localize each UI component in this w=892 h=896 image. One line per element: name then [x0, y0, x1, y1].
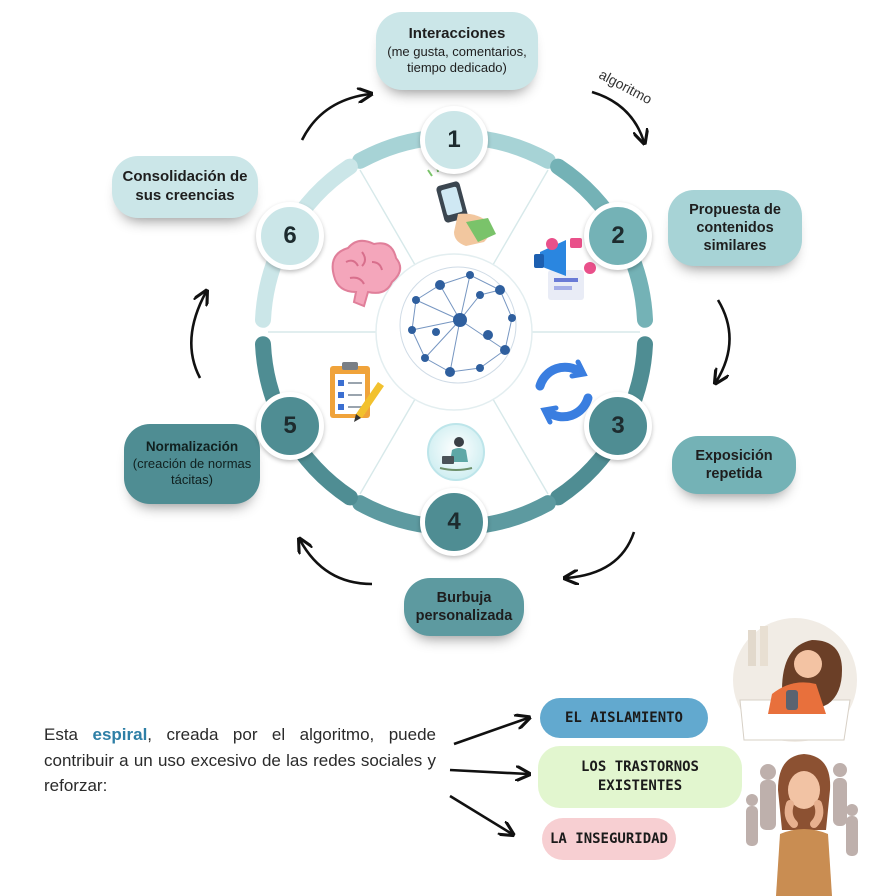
stage-4-pill: Burbuja personalizada	[404, 578, 524, 636]
brain-icon	[331, 239, 402, 308]
stage-3-title: Exposición repetida	[695, 447, 773, 482]
stage-4-title: Burbuja personalizada	[415, 589, 513, 624]
tired-student-illustration	[733, 618, 857, 742]
stage-2-title: Propuesta de contenidos similares	[689, 201, 781, 255]
network-icon	[399, 266, 517, 384]
flow-arrows	[190, 92, 731, 584]
intro-paragraph: Esta espiral, creada por el algoritmo, p…	[44, 722, 436, 799]
stage-5-title: Normalización	[145, 439, 239, 455]
effect-arrows	[449, 718, 528, 834]
stage-1-title: Interacciones	[408, 25, 506, 43]
effect-isolation: EL AISLAMIENTO	[540, 698, 708, 738]
stage-1-detail: (me gusta, comentarios, tiempo dedicado)	[387, 44, 527, 76]
stage-2-pill: Propuesta de contenidos similares	[668, 190, 802, 266]
refresh-icon	[535, 359, 593, 425]
stage-6-title: Consolidación de sus creencias	[122, 168, 248, 204]
stage-6-number: 6	[256, 202, 324, 270]
stage-5-number: 5	[256, 392, 324, 460]
person-in-bubble-icon	[427, 423, 485, 481]
stage-1-number: 1	[420, 106, 488, 174]
stage-3-pill: Exposición repetida	[672, 436, 796, 494]
stage-3-number: 3	[584, 392, 652, 460]
stage-5-detail: (creación de normas tácitas)	[132, 456, 252, 488]
hand-phone-icon	[427, 163, 496, 246]
checklist-icon	[330, 362, 384, 422]
stage-4-number: 4	[420, 488, 488, 556]
megaphone-social-icon	[534, 238, 596, 300]
effect-insecurity: LA INSEGURIDAD	[542, 818, 676, 860]
intro-after: , creada por el algoritmo, puede contrib…	[44, 725, 436, 795]
intro-highlight: espiral	[92, 725, 148, 744]
stage-1-pill: Interacciones (me gusta, comentarios, ti…	[376, 12, 538, 90]
intro-before: Esta	[44, 725, 93, 744]
stage-6-pill: Consolidación de sus creencias	[112, 156, 258, 218]
anxious-woman-illustration	[746, 754, 858, 896]
stage-2-number: 2	[584, 202, 652, 270]
stage-5-pill: Normalización (creación de normas tácita…	[124, 424, 260, 504]
effect-disorders: LOS TRASTORNOS EXISTENTES	[538, 746, 742, 808]
